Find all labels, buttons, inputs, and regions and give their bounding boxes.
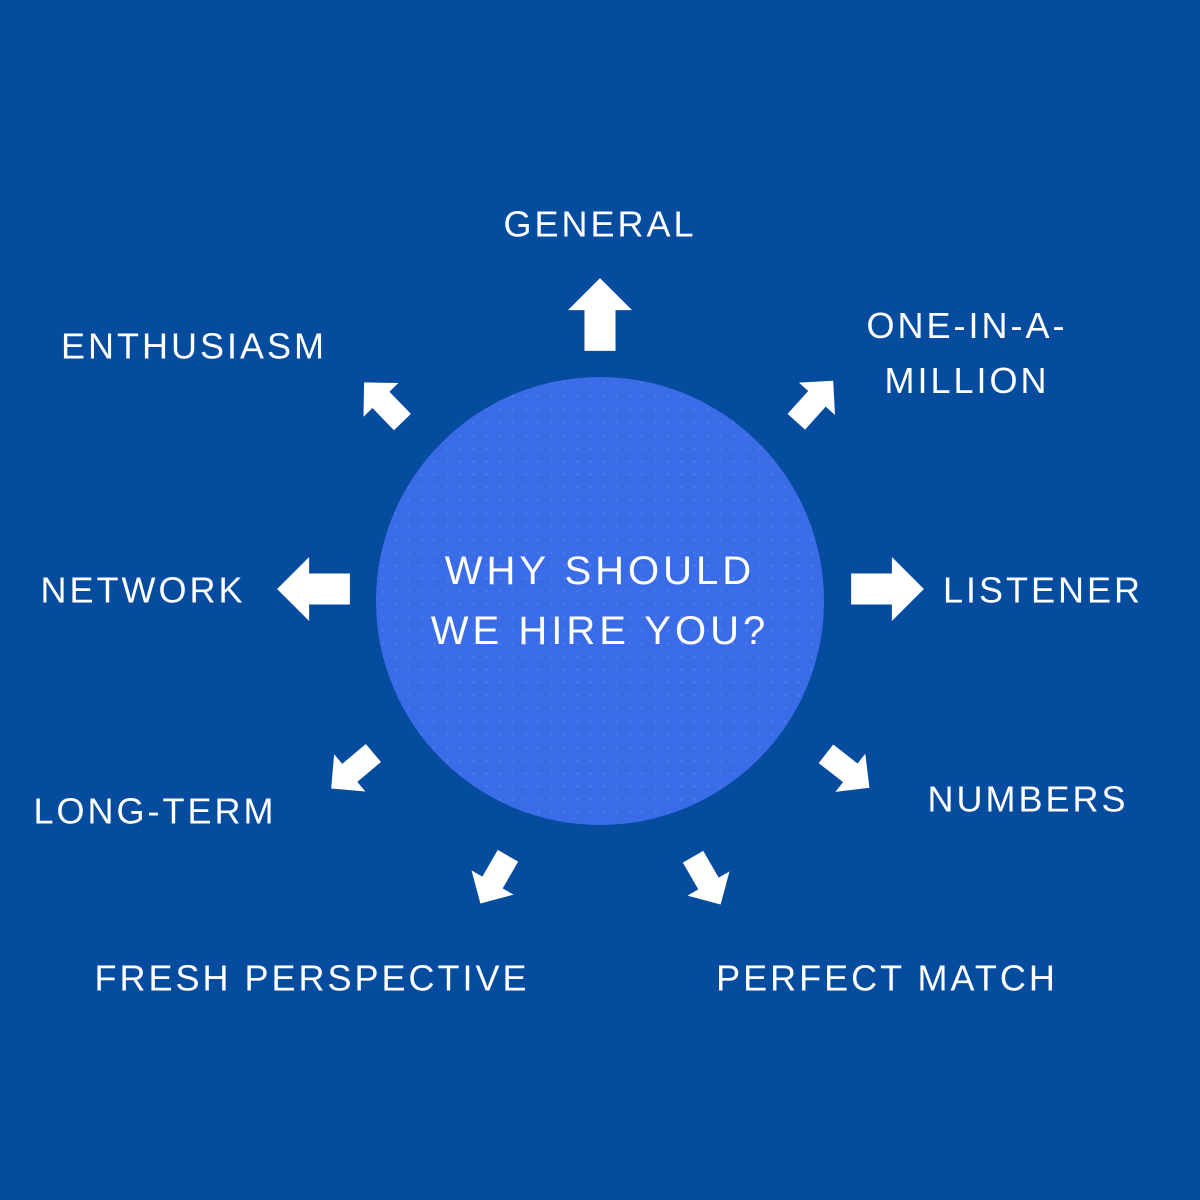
spoke-label-long-term: LONG-TERM (34, 784, 277, 839)
one-in-a-million-arrow-icon (787, 380, 836, 430)
listener-arrow-icon (851, 556, 924, 622)
spoke-label-enthusiasm-line: ENTHUSIASM (60, 325, 328, 367)
center-circle: WHY SHOULD WE HIRE YOU? (376, 377, 824, 825)
fresh-perspective-arrow-icon (471, 849, 519, 904)
spoke-label-perfect-match-line: PERFECT MATCH (716, 957, 1058, 999)
center-question-line1: WHY SHOULD (444, 549, 756, 593)
spoke-label-long-term-line: LONG-TERM (33, 790, 277, 832)
numbers-arrow-icon (818, 744, 870, 792)
spoke-label-general: GENERAL (503, 197, 696, 252)
spoke-label-fresh-perspective: FRESH PERSPECTIVE (94, 951, 529, 1006)
spoke-label-perfect-match: PERFECT MATCH (716, 951, 1058, 1006)
enthusiasm-arrow-icon (363, 382, 411, 431)
spoke-label-fresh-perspective-line: FRESH PERSPECTIVE (94, 957, 530, 999)
spoke-label-one-in-a-million-line2: MILLION (884, 360, 1050, 401)
spoke-label-network-line: NETWORK (40, 569, 246, 611)
network-arrow-icon (277, 556, 350, 622)
center-question: WHY SHOULD WE HIRE YOU? (431, 541, 769, 661)
center-question-line2: WE HIRE YOU? (430, 609, 770, 653)
spoke-label-one-in-a-million-line1: ONE-IN-A- (866, 305, 1068, 346)
perfect-match-arrow-icon (682, 850, 730, 905)
general-arrow-icon (567, 278, 633, 351)
long-term-arrow-icon (331, 744, 381, 792)
spoke-label-network: NETWORK (41, 563, 246, 618)
spoke-label-general-line: GENERAL (503, 203, 697, 245)
spoke-label-listener: LISTENER (943, 563, 1143, 618)
spoke-label-enthusiasm: ENTHUSIASM (61, 319, 327, 374)
spoke-label-numbers: NUMBERS (927, 772, 1128, 827)
spoke-label-numbers-line: NUMBERS (927, 778, 1129, 820)
spoke-label-listener-line: LISTENER (942, 569, 1144, 611)
spoke-label-one-in-a-million: ONE-IN-A- MILLION (867, 298, 1068, 408)
